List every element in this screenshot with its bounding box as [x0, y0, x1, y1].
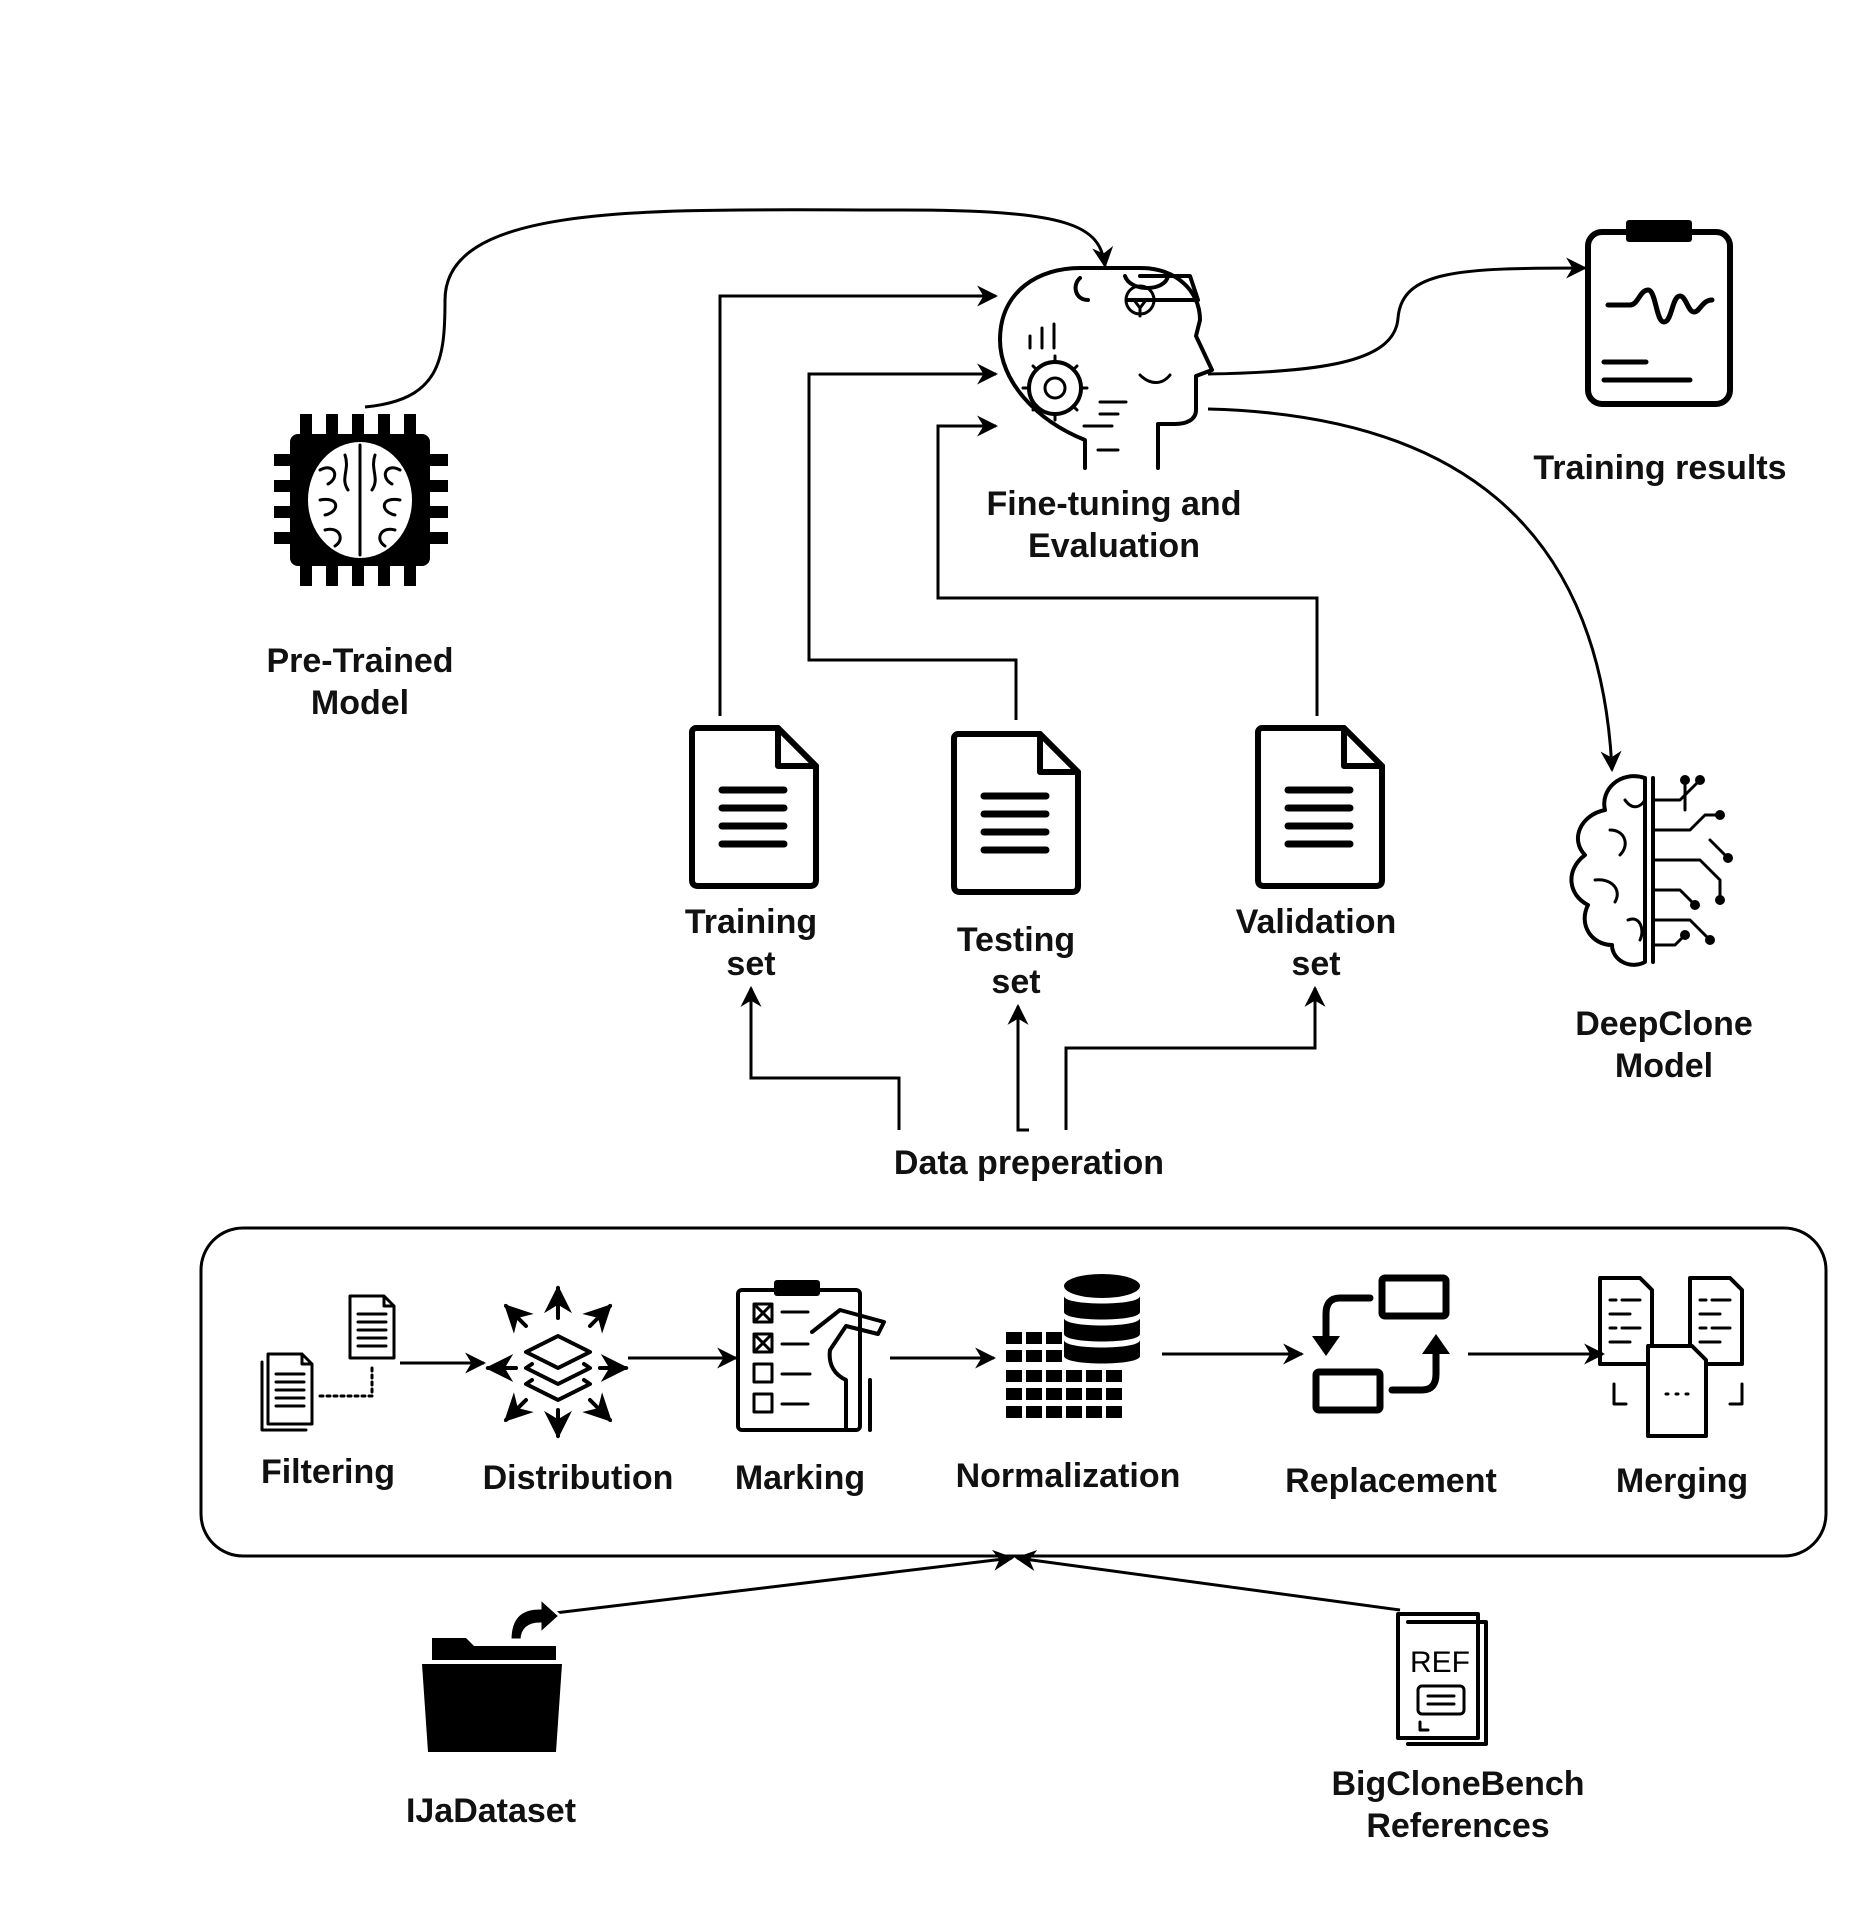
validation-set-label-line1: Validation: [1236, 903, 1397, 941]
bigclonebench-label-line1: BigCloneBench: [1331, 1765, 1584, 1803]
pipeline-step-marking: Marking: [735, 1459, 865, 1497]
testing-set-label-line1: Testing: [957, 921, 1075, 959]
folder-icon: [422, 1594, 563, 1752]
validation-set-label-line2: set: [1291, 945, 1340, 983]
ai-head-icon: [998, 266, 1214, 470]
training-set-label-line1: Training: [685, 903, 817, 941]
data-preparation-label: Data preperation: [894, 1144, 1164, 1182]
pipeline-step-distribution: Distribution: [483, 1459, 674, 1497]
validation-set-document-icon: [1255, 725, 1385, 889]
arrow-validation-to-finetuning: [936, 415, 1319, 716]
ijadataset-label: IJaDataset: [406, 1792, 576, 1830]
deepclone-label-line2: Model: [1615, 1047, 1713, 1085]
results-label: Training results: [1533, 449, 1786, 487]
merge-documents-icon: [1598, 1276, 1744, 1438]
finetuning-label-line2: Evaluation: [1028, 527, 1200, 565]
finetuning-label-line1: Fine-tuning and: [987, 485, 1242, 523]
pipeline-step-replacement: Replacement: [1285, 1462, 1497, 1500]
pretrained-label-line1: Pre-Trained: [266, 642, 453, 680]
brain-chip-icon: [274, 414, 448, 586]
files-filter-icon: [260, 1294, 396, 1432]
layers-distribute-icon: [485, 1285, 629, 1439]
ref-book-glyph: REF: [1410, 1646, 1470, 1679]
connectors: [364, 208, 1622, 1618]
training-set-label-line2: set: [726, 945, 775, 983]
testing-set-document-icon: [951, 731, 1081, 895]
arrow-pretrained-to-finetuning: [364, 208, 1114, 409]
arrow-finetuning-to-results: [1207, 257, 1588, 376]
swap-icon: [1312, 1274, 1450, 1414]
training-set-document-icon: [689, 725, 819, 889]
pipeline-step-merging: Merging: [1616, 1462, 1748, 1500]
arrow-training-to-finetuning: [718, 285, 999, 716]
ref-book-icon: REF: [1396, 1612, 1488, 1746]
checklist-icon: [736, 1280, 886, 1432]
arrow-dataprep-to-training: [740, 985, 901, 1130]
arrow-finetuning-to-deepclone: [1207, 407, 1622, 773]
database-table-icon: [1006, 1274, 1140, 1418]
arrow-bigclonebench-to-pipeline: [1014, 1550, 1401, 1612]
preprocessing-pipeline-box: [199, 1226, 1828, 1558]
deepclone-label-line1: DeepClone: [1575, 1005, 1753, 1043]
pipeline-step-filtering: Filtering: [261, 1453, 395, 1491]
arrow-dataprep-to-validation: [1064, 985, 1326, 1130]
pretrained-label-line2: Model: [311, 684, 409, 722]
arrow-ijadataset-to-pipeline: [529, 1549, 1015, 1618]
clipboard-chart-icon: [1585, 220, 1733, 407]
bigclonebench-label-line2: References: [1366, 1807, 1549, 1845]
arrow-testing-to-finetuning: [807, 363, 1018, 720]
circuit-brain-icon: [1569, 774, 1733, 967]
testing-set-label-line2: set: [991, 963, 1040, 1001]
arrow-dataprep-to-testing: [1007, 1003, 1029, 1132]
pipeline-step-normalization: Normalization: [956, 1457, 1181, 1495]
